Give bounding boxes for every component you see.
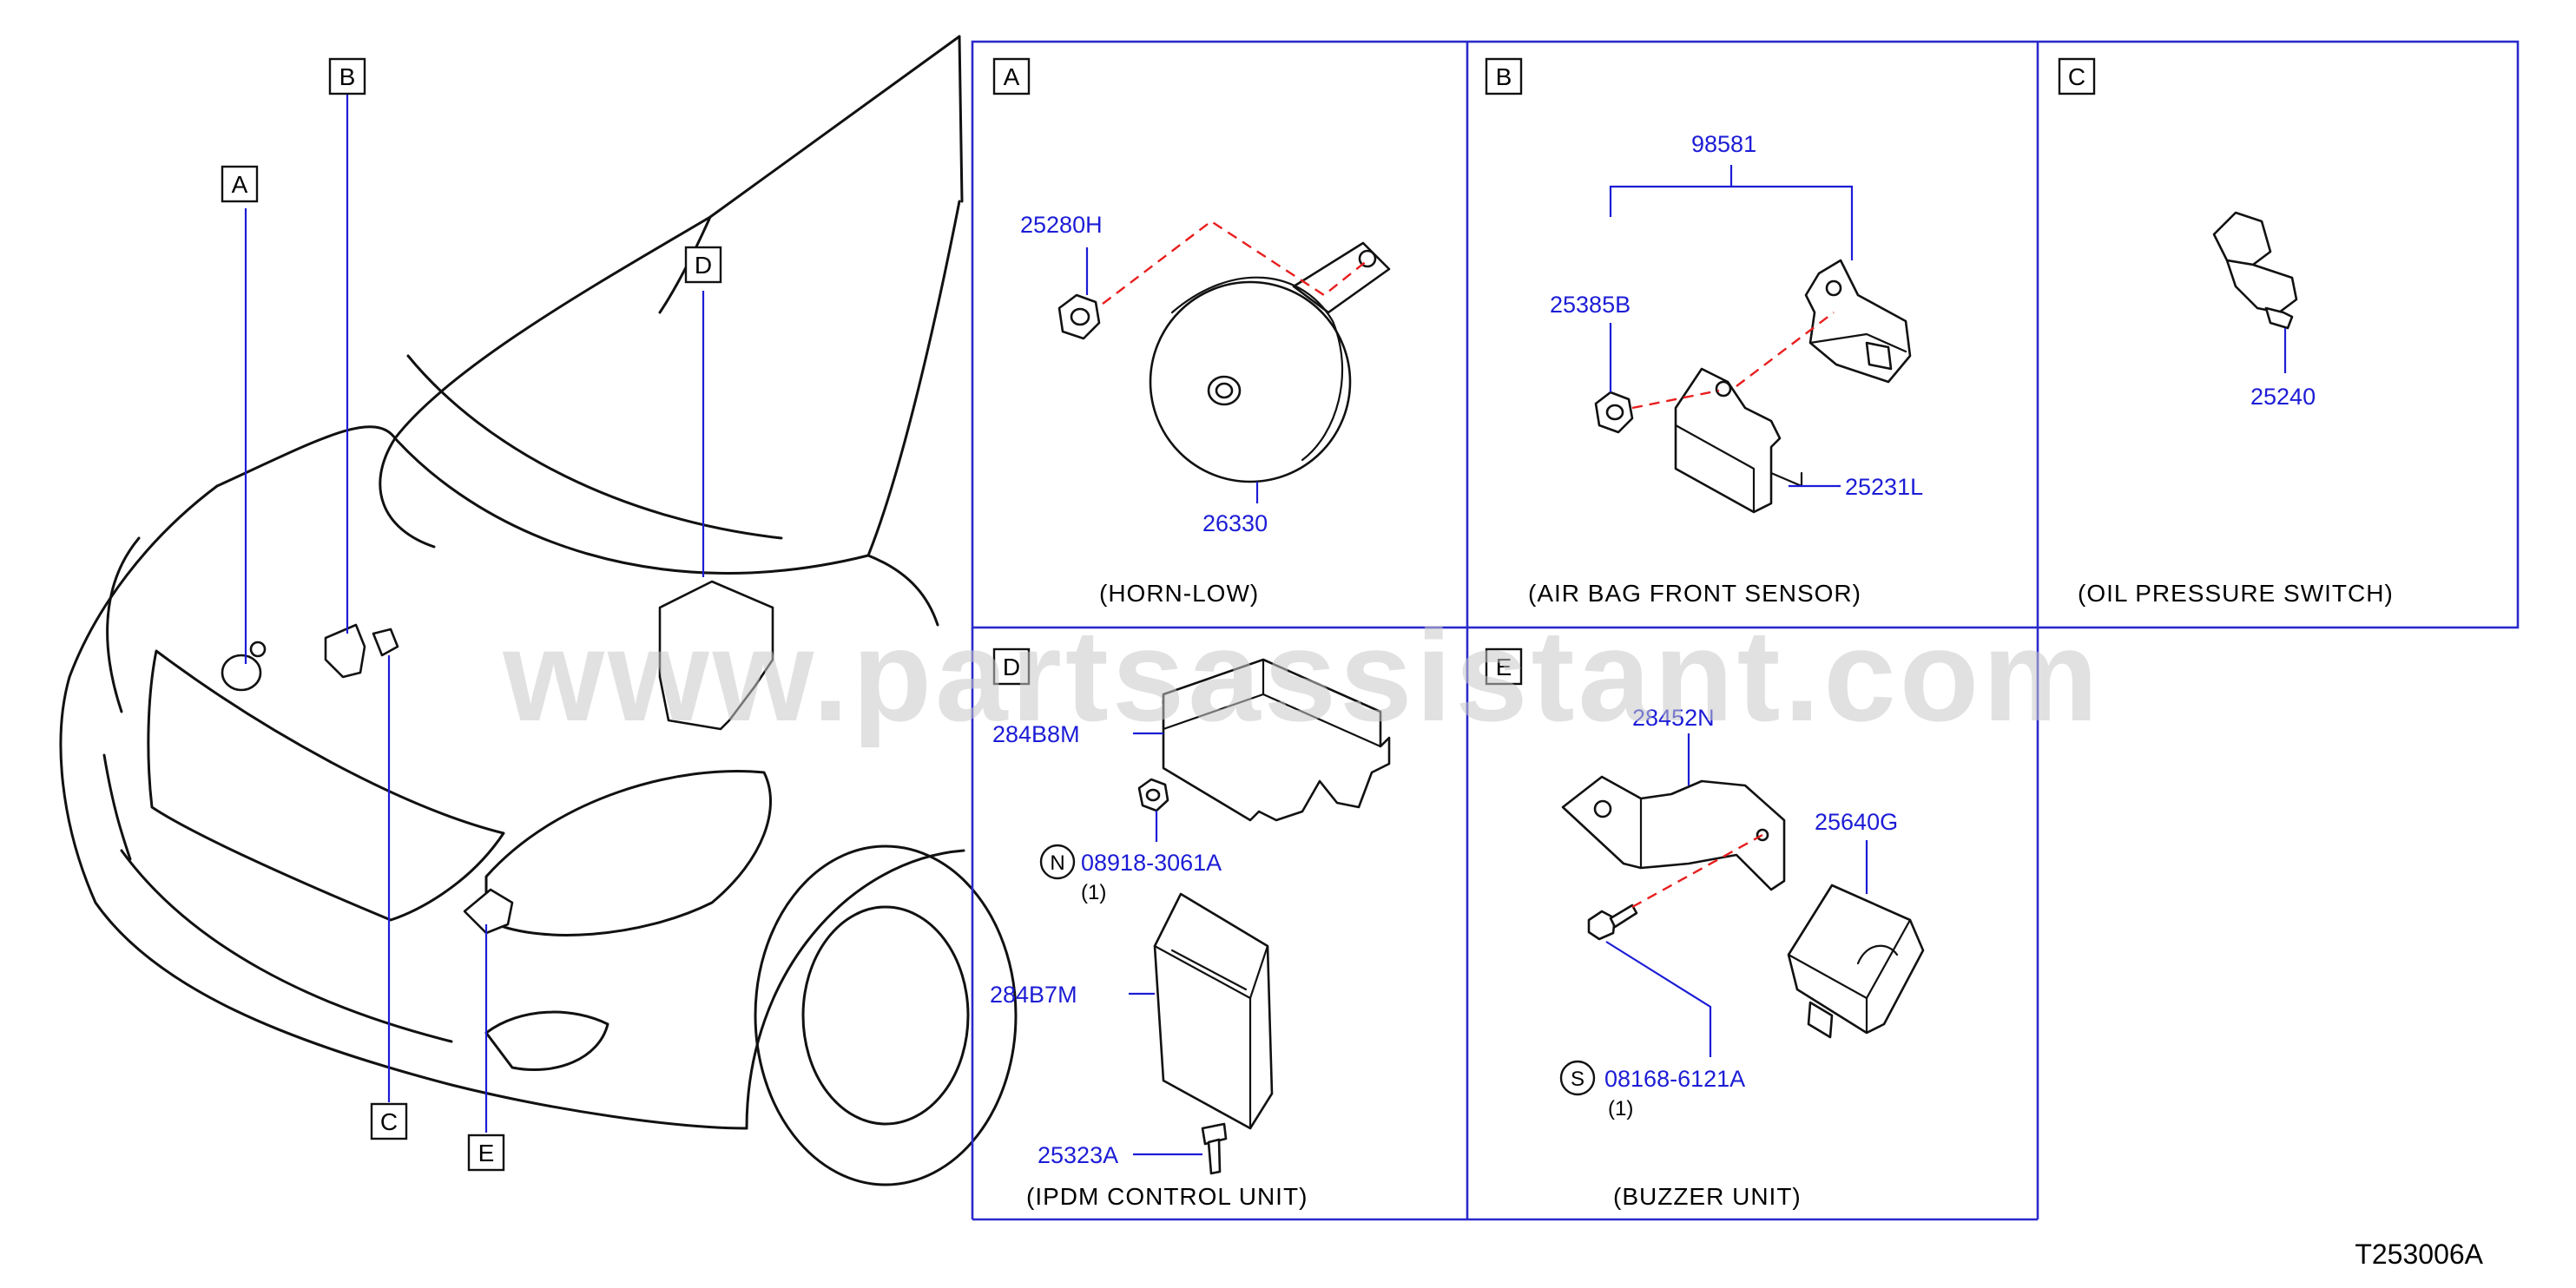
diagram-code: T253006A [2355, 1239, 2483, 1270]
symbol-S-label: S [1571, 1068, 1584, 1091]
panel-oil-pressure-switch: C 25240 (OIL PRESSURE SWITCH) [2058, 57, 2394, 607]
callout-E: E [467, 1134, 505, 1172]
panel-airbag-sensor: B 98581 25385B 25231L (AIR BAG FRONT SEN… [1485, 57, 1923, 607]
panel-caption-A: (HORN-LOW) [1099, 580, 1259, 607]
svg-text:E: E [478, 1140, 495, 1166]
callout-B: B [328, 57, 366, 95]
panel-tag-B: B [1496, 63, 1512, 90]
part-25280H: 25280H [1020, 212, 1103, 238]
svg-text:B: B [339, 63, 356, 90]
part-26330: 26330 [1202, 510, 1268, 536]
symbol-S [1559, 1060, 1596, 1096]
panel-horn: A 25280H 26330 (HORN-LOW) [992, 57, 1391, 607]
callout-A: A [221, 165, 259, 203]
part-08168-6121A: 08168-6121A [1604, 1066, 1745, 1092]
part-284B8M: 284B8M [992, 721, 1080, 747]
part-25240: 25240 [2250, 384, 2316, 410]
part-284B7M: 284B7M [990, 982, 1077, 1008]
panel-caption-C: (OIL PRESSURE SWITCH) [2078, 580, 2394, 607]
callout-C: C [370, 1102, 408, 1140]
panel-caption-E: (BUZZER UNIT) [1613, 1183, 1802, 1210]
panel-tag-C: C [2068, 63, 2085, 90]
panel-caption-D: (IPDM CONTROL UNIT) [1026, 1183, 1308, 1210]
symbol-N [1039, 844, 1076, 880]
panel-tag-D: D [1003, 654, 1020, 680]
symbol-N-label: N [1050, 851, 1064, 875]
qty-08918-3061A: (1) [1081, 881, 1106, 904]
part-98581: 98581 [1691, 131, 1756, 157]
panel-caption-B: (AIR BAG FRONT SENSOR) [1528, 580, 1861, 607]
svg-text:C: C [380, 1108, 398, 1135]
panel-tag-E: E [1496, 654, 1512, 680]
part-25231L: 25231L [1845, 474, 1923, 500]
panel-buzzer-unit: E 28452N 25640G S 08168-6121A (1) (BUZZE… [1485, 647, 1925, 1210]
part-25323A: 25323A [1038, 1142, 1118, 1168]
part-28452N: 28452N [1632, 705, 1715, 731]
part-25385B: 25385B [1550, 292, 1631, 318]
qty-08168-6121A: (1) [1608, 1097, 1633, 1120]
car-overview: A B D C E [59, 35, 1018, 1186]
callout-D: D [684, 246, 722, 284]
watermark: www.partsassistant.com [502, 602, 2101, 748]
part-08918-3061A: 08918-3061A [1081, 850, 1222, 876]
part-25640G: 25640G [1815, 809, 1898, 835]
panel-grid [971, 40, 2520, 1221]
svg-text:D: D [695, 252, 712, 279]
panel-ipdm-control-unit: D 284B8M N 08918-3061A (1) 284B7M 25323A… [990, 647, 1391, 1210]
panel-tag-A: A [1004, 63, 1020, 90]
svg-text:A: A [232, 171, 248, 198]
